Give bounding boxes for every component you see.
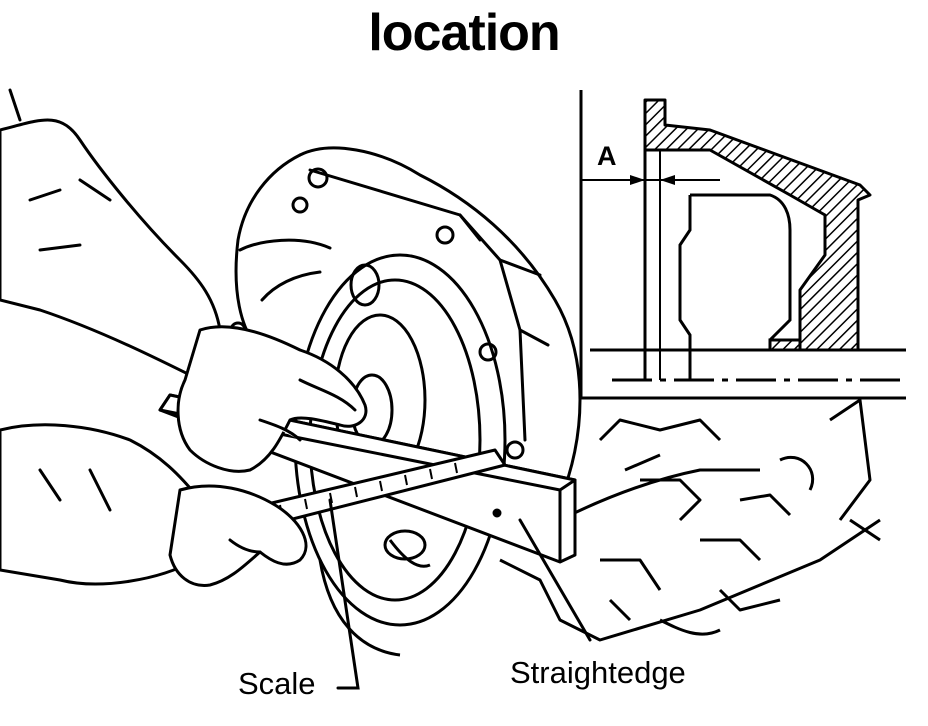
- leader-lines: [328, 498, 592, 690]
- dimension-a-label: A: [597, 141, 617, 171]
- straightedge-label: Straightedge: [510, 655, 686, 690]
- inset-cross-section: [579, 90, 906, 400]
- hands: [0, 88, 368, 587]
- straightedge-leader-line: [518, 518, 592, 642]
- transaxle-housing: [229, 146, 582, 502]
- scale-label: Scale: [238, 666, 316, 701]
- scale-leader-line: [328, 498, 360, 690]
- diagram-title: location: [368, 4, 560, 62]
